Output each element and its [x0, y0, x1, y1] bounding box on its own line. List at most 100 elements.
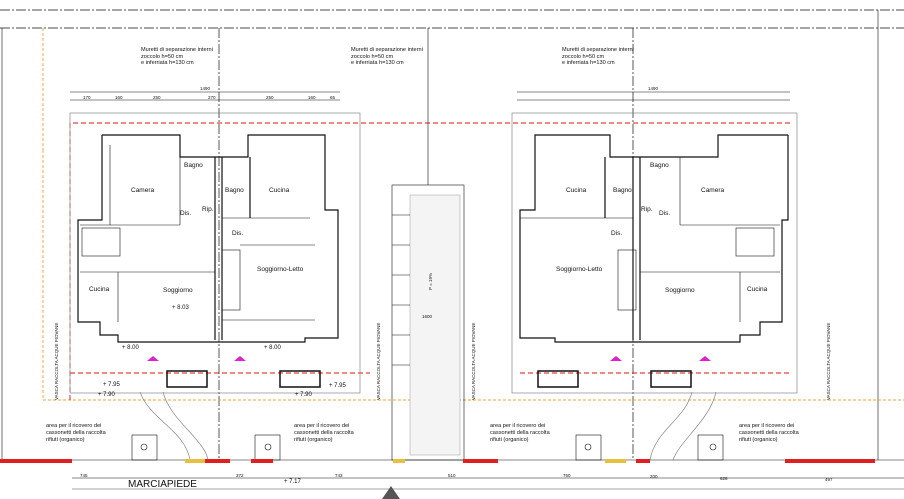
- level-label: + 8.00: [122, 345, 140, 351]
- level-label: + 7.90: [98, 392, 116, 398]
- level-label: + 8.03: [172, 305, 190, 311]
- room-label: Soggiorno: [163, 287, 193, 294]
- svg-text:area per il ricovero dei: area per il ricovero dei: [739, 423, 794, 429]
- svg-text:626: 626: [720, 476, 728, 481]
- curved-path: [649, 391, 693, 461]
- drain-grille: [279, 370, 321, 388]
- right-house: [519, 134, 789, 343]
- svg-text:rifiuti (organico): rifiuti (organico): [46, 437, 85, 443]
- room-label: Camera: [701, 187, 725, 194]
- drain-grille: [650, 370, 692, 388]
- north-arrow: [382, 486, 400, 499]
- svg-text:200: 200: [650, 474, 658, 479]
- svg-text:cassonetti della raccolta: cassonetti della raccolta: [46, 430, 107, 436]
- svg-text:area per il ricovero dei: area per il ricovero dei: [46, 423, 101, 429]
- room-label: Soggiorno-Letto: [257, 266, 304, 273]
- room-label: Cucina: [747, 286, 768, 293]
- svg-text:743: 743: [335, 473, 343, 478]
- svg-text:cassonetti della raccolta: cassonetti della raccolta: [490, 430, 551, 436]
- svg-text:760: 760: [563, 473, 571, 478]
- entrance-marker: [234, 356, 246, 361]
- bin-enclosure: [575, 434, 602, 461]
- staircase: [617, 249, 637, 311]
- entrance-marker: [610, 356, 622, 361]
- ramp-slope-label: P = 19%: [428, 273, 433, 290]
- room-label: Bagno: [613, 187, 632, 194]
- svg-text:170: 170: [83, 95, 91, 100]
- room-label: Cucina: [269, 187, 290, 194]
- svg-text:e inferriata h=130 cm: e inferriata h=130 cm: [141, 60, 194, 66]
- sidewalk-label: MARCIAPIEDE: [128, 479, 197, 490]
- svg-text:510: 510: [448, 473, 456, 478]
- bin-enclosure: [131, 434, 158, 461]
- ramp-width-dimension: 1600: [422, 314, 433, 319]
- note-line1: Muretti di separazione interni: [141, 47, 213, 53]
- room-label: Camera: [131, 187, 155, 194]
- entrance-marker: [147, 356, 159, 361]
- svg-text:area per il ricovero dei: area per il ricovero dei: [490, 423, 545, 429]
- rainwater-tank-label: VASCA RACCOLTA ACQUE PIOVANE: [471, 323, 476, 400]
- room-label: Soggiorno-Letto: [556, 266, 603, 273]
- svg-text:zoccolo h=50 cm: zoccolo h=50 cm: [562, 54, 604, 60]
- bottom-dimensions: 745 372 743 510 760 200 626 497: [80, 473, 833, 482]
- left-house-labels: Camera Bagno Dis. Rip. Bagno Cucina Dis.…: [89, 162, 347, 398]
- drain-grille: [166, 370, 208, 388]
- svg-text:1490: 1490: [648, 86, 659, 91]
- room-label: Dis.: [659, 210, 670, 217]
- room-label: Cucina: [89, 286, 110, 293]
- svg-text:372: 372: [236, 473, 244, 478]
- svg-text:rifiuti (organico): rifiuti (organico): [294, 437, 333, 443]
- room-label: Rip.: [202, 206, 214, 213]
- svg-text:cassonetti della raccolta: cassonetti della raccolta: [294, 430, 355, 436]
- svg-text:e inferriata h=130 cm: e inferriata h=130 cm: [562, 60, 615, 66]
- bin-enclosure: [697, 434, 724, 461]
- left-house: [77, 134, 339, 343]
- room-label: Soggiorno: [665, 287, 695, 294]
- room-label: Bagno: [650, 162, 669, 169]
- rainwater-tank-label: VASCA RACCOLTA ACQUE PIOVANE: [376, 323, 381, 400]
- svg-text:65: 65: [330, 95, 336, 100]
- svg-text:zoccolo h=50 cm: zoccolo h=50 cm: [141, 54, 183, 60]
- svg-text:area per il ricovero dei: area per il ricovero dei: [294, 423, 349, 429]
- drain-grille: [537, 370, 579, 388]
- svg-text:160: 160: [308, 95, 316, 100]
- level-label: + 7.90: [295, 392, 313, 398]
- room-label: Dis.: [611, 230, 622, 237]
- staircase: [81, 227, 121, 257]
- entrance-marker: [699, 356, 711, 361]
- svg-text:270: 270: [208, 95, 216, 100]
- svg-text:745: 745: [80, 473, 88, 478]
- right-house-labels: Cucina Bagno Bagno Camera Dis. Rip. Dis.…: [556, 162, 768, 294]
- bin-note: area per il ricovero dei cassonetti dell…: [46, 423, 800, 443]
- svg-text:rifiuti (organico): rifiuti (organico): [739, 437, 778, 443]
- svg-text:zoccolo h=50 cm: zoccolo h=50 cm: [351, 54, 393, 60]
- room-label: Dis.: [180, 210, 191, 217]
- curved-path: [139, 391, 191, 461]
- bin-enclosure: [254, 434, 281, 461]
- staircase: [221, 249, 241, 311]
- svg-text:160: 160: [115, 95, 123, 100]
- central-ramp: [391, 184, 465, 461]
- room-label: Bagno: [225, 187, 244, 194]
- level-label: + 7.95: [329, 383, 347, 389]
- level-label: + 7.95: [103, 382, 121, 388]
- sidewalk-level: + 7.17: [284, 479, 302, 485]
- rainwater-tank-label: VASCA RACCOLTA ACQUE PIOVANE: [826, 323, 831, 400]
- level-label: + 8.00: [264, 345, 282, 351]
- room-label: Rip.: [641, 206, 653, 213]
- staircase: [735, 227, 775, 257]
- svg-text:Muretti di separazione interni: Muretti di separazione interni: [351, 47, 423, 53]
- room-label: Cucina: [566, 187, 587, 194]
- top-dimensions: 1490 170 160 250 270 250 160 65 1490: [83, 86, 659, 100]
- svg-text:Muretti di separazione interni: Muretti di separazione interni: [562, 47, 634, 53]
- svg-text:cassonetti della raccolta: cassonetti della raccolta: [739, 430, 800, 436]
- svg-text:497: 497: [825, 477, 833, 482]
- svg-text:e inferriata h=130 cm: e inferriata h=130 cm: [351, 60, 404, 66]
- svg-text:1490: 1490: [200, 86, 211, 91]
- rainwater-tank-label: VASCA RACCOLTA ACQUE PIOVANE: [54, 323, 59, 400]
- svg-text:250: 250: [153, 95, 161, 100]
- room-label: Bagno: [184, 162, 203, 169]
- svg-text:rifiuti (organico): rifiuti (organico): [490, 437, 529, 443]
